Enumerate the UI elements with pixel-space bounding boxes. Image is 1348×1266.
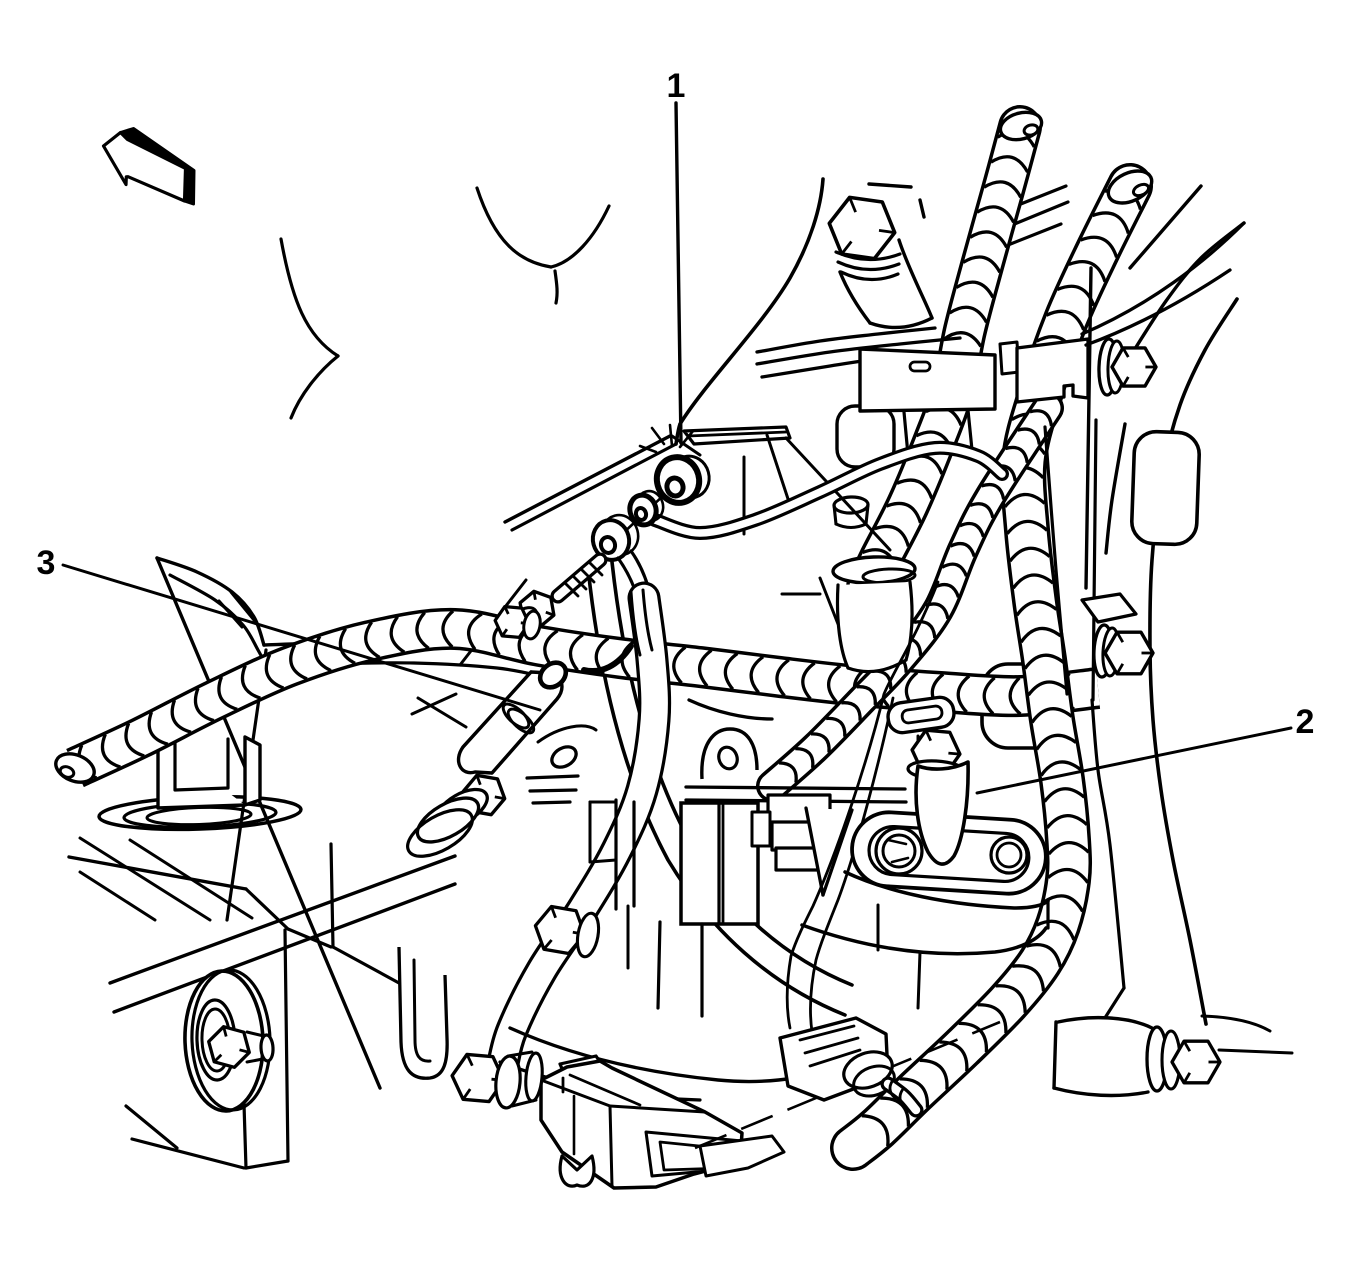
svg-text:1: 1	[667, 67, 686, 105]
svg-text:2: 2	[1296, 703, 1315, 741]
svg-text:3: 3	[37, 544, 56, 582]
